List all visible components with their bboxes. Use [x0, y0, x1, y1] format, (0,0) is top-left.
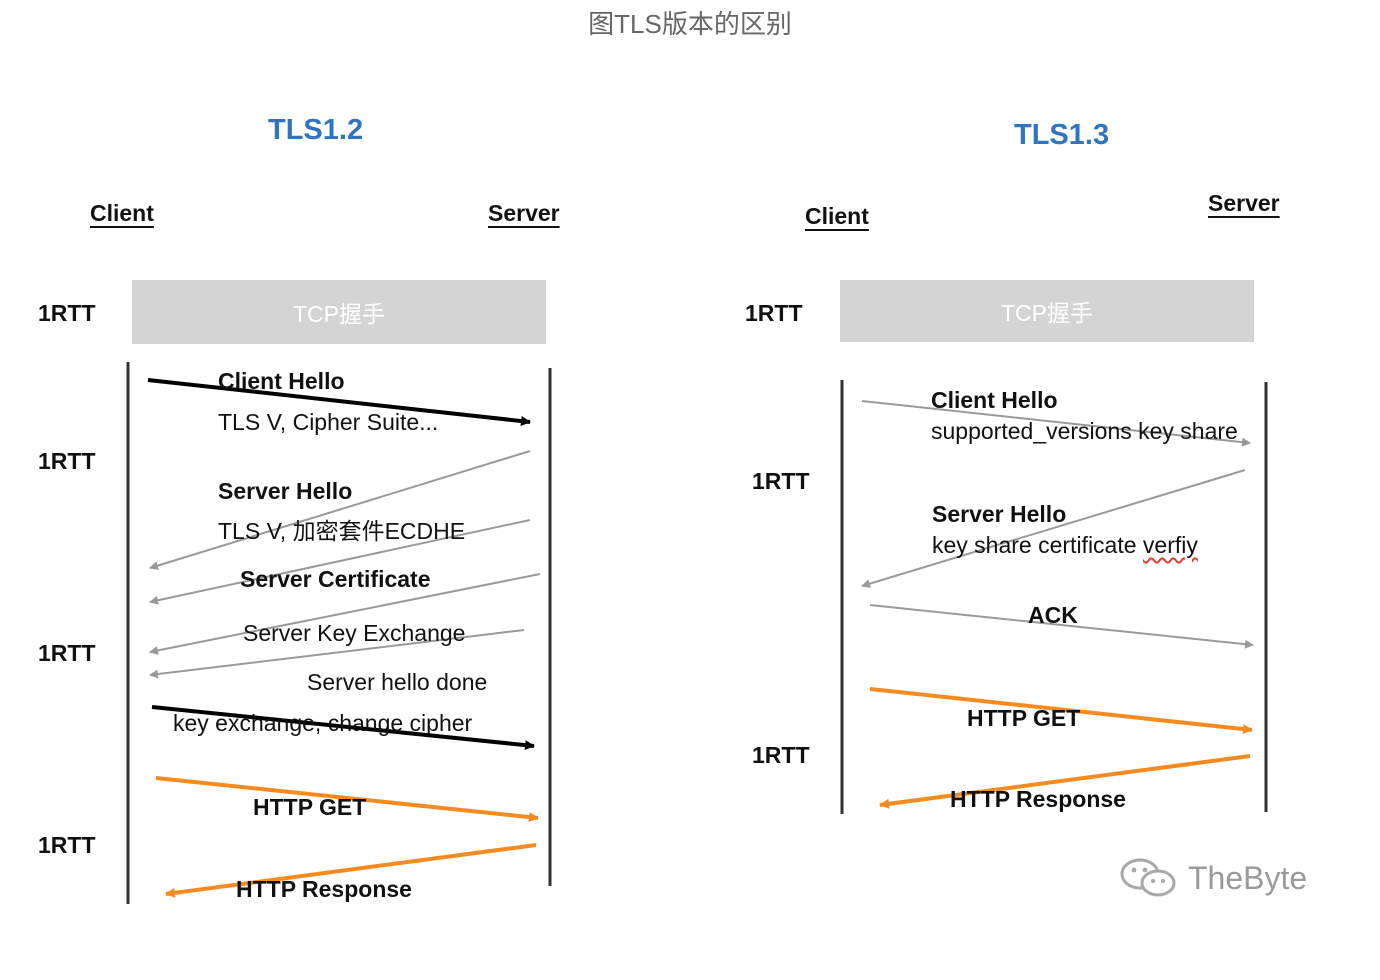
tls13-server-hello-detail-b: verfiy	[1142, 532, 1198, 558]
tls13-server-hello-detail: key share certificate verfiy	[932, 532, 1198, 559]
tls13-client-hello-detail: supported_versions key share	[931, 418, 1238, 444]
tls13-rtt-hello: 1RTT	[752, 468, 810, 494]
watermark: TheByte	[1118, 856, 1307, 900]
tls13-tcp-label: TCP握手	[1001, 300, 1093, 326]
tls12-rtt-http: 1RTT	[38, 832, 96, 858]
tls12-client-hello-detail: TLS V, Cipher Suite...	[218, 409, 439, 435]
tls12-http-response-label: HTTP Response	[236, 876, 412, 902]
tls13-server-label: Server	[1208, 190, 1280, 216]
watermark-text: TheByte	[1188, 859, 1308, 896]
tls13-http-get-arrow	[869, 687, 1253, 735]
tls12-server-key-exchange-arrow	[149, 629, 525, 679]
tls12-client-label: Client	[90, 200, 154, 226]
tls12-key-exchange-arrow	[151, 705, 535, 751]
tls12-rtt-key-exchange: 1RTT	[38, 640, 96, 666]
tls13-http-get-label: HTTP GET	[967, 705, 1081, 731]
tls12-tcp-handshake-box: TCP握手	[132, 280, 546, 344]
tls13-tcp-handshake-box: TCP握手	[840, 280, 1254, 342]
tls12-client-hello-label: Client Hello	[218, 368, 345, 394]
tls13-server-hello-detail-a: key share certificate	[932, 532, 1143, 558]
tls12-http-response-arrow	[165, 843, 537, 898]
wechat-icon	[1120, 858, 1176, 897]
tls12-server-key-exchange-label: Server Key Exchange	[243, 620, 466, 646]
tls13-rtt-http: 1RTT	[752, 742, 810, 768]
tls12-server-hello-arrow-1	[149, 450, 531, 570]
tls12-http-get-label: HTTP GET	[253, 794, 367, 820]
tls13-title: TLS1.3	[1014, 119, 1110, 151]
tls12-server-hello-label: Server Hello	[218, 478, 353, 504]
tls12-server-hello-detail: TLS V, 加密套件ECDHE	[218, 518, 466, 544]
tls12-title: TLS1.2	[268, 114, 364, 146]
tls13-server-hello-arrow	[861, 469, 1246, 588]
tls12-client-hello-arrow	[147, 378, 531, 426]
tls12-http-get-arrow	[155, 776, 539, 823]
tls13-client-hello-label: Client Hello	[931, 387, 1058, 413]
tls12-rtt-tcp: 1RTT	[38, 300, 96, 326]
tls13-http-response-arrow	[879, 754, 1251, 809]
tls12-tcp-label: TCP握手	[293, 301, 385, 327]
tls13-http-response-label: HTTP Response	[950, 786, 1126, 812]
tls12-server-hello-arrow-2	[149, 519, 531, 605]
tls12-key-exchange-label: key exchange, change cipher	[173, 710, 473, 736]
figure-caption: 图TLS版本的区别	[588, 9, 792, 39]
tls13-server-hello-label: Server Hello	[932, 501, 1067, 527]
tls13-ack-label: ACK	[1028, 602, 1078, 628]
tls12-rtt-hello: 1RTT	[38, 448, 96, 474]
tls12-server-label: Server	[488, 200, 560, 226]
tls13-client-hello-arrow	[861, 400, 1251, 447]
tls13-ack-arrow	[869, 604, 1254, 649]
tls12-server-hello-done-label: Server hello done	[307, 669, 488, 695]
tls12-server-cert-arrow	[149, 573, 541, 655]
tls13-client-label: Client	[805, 203, 869, 229]
tls13-rtt-tcp: 1RTT	[745, 300, 803, 326]
tls12-server-certificate-label: Server Certificate	[240, 566, 431, 592]
